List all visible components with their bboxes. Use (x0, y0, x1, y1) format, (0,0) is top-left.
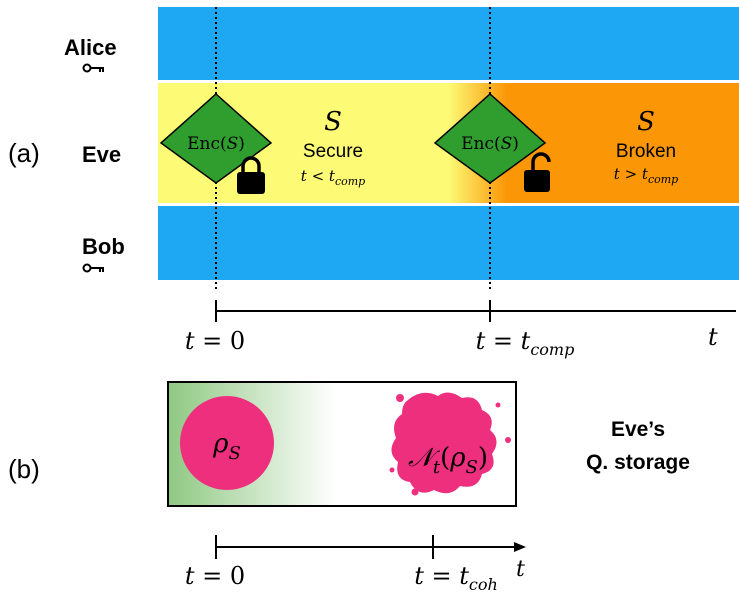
axis-a-label-tcomp: t = tcomp (476, 327, 575, 359)
bob-key-icon (82, 263, 104, 273)
bob-label: Bob (82, 234, 125, 259)
axis-b-label-tcoh: t = tcoh (414, 562, 498, 592)
secure-condition: t < tcomp (301, 167, 365, 188)
eve-label: Eve (82, 142, 121, 167)
axis-b-label-t: t (516, 557, 525, 582)
secure-symbol: S (324, 107, 342, 137)
panel-a-label: (a) (8, 138, 40, 168)
axis-a-label-t0: t = 0 (185, 327, 245, 355)
broken-label: Broken (616, 141, 676, 162)
enc-label-right: Enc(S) (461, 134, 519, 154)
bob-band (158, 206, 739, 280)
noisy-state-blob (389, 392, 511, 496)
secure-label: Secure (303, 141, 363, 162)
enc-diamond-right (433, 92, 547, 184)
lock-closed-icon (237, 156, 265, 194)
axis-a-label-t: t (708, 323, 718, 351)
axis-b-label-t0: t = 0 (185, 562, 245, 590)
axis-b-arrowhead (514, 542, 526, 552)
rho-state-circle (180, 396, 274, 490)
enc-label-left: Enc(S) (187, 134, 245, 154)
alice-label: Alice (64, 35, 117, 60)
rho-label: ρS (212, 429, 241, 464)
alice-key-icon (82, 63, 104, 73)
lock-open-icon (524, 152, 551, 192)
alice-band (158, 7, 739, 80)
panel-b-label: (b) (8, 454, 40, 484)
storage-label-line1: Eve’s (611, 418, 665, 441)
storage-label-line2: Q. storage (586, 451, 690, 474)
broken-condition: t > tcomp (614, 165, 678, 186)
broken-symbol: S (637, 107, 655, 137)
